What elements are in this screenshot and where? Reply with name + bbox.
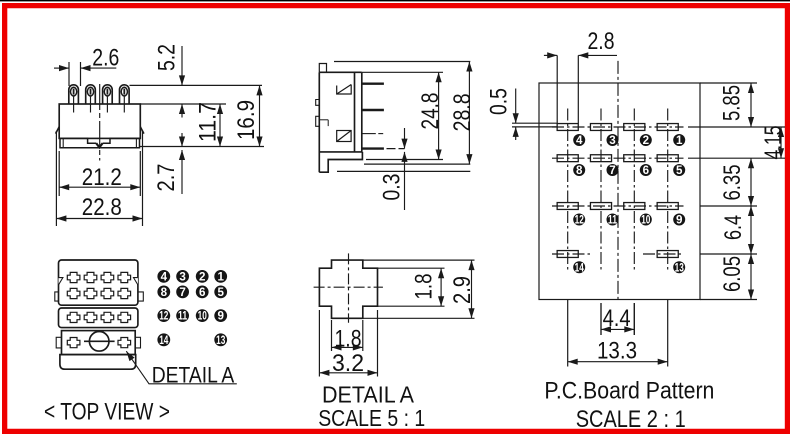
svg-text:3.2: 3.2 bbox=[332, 350, 364, 377]
svg-text:12: 12 bbox=[159, 310, 168, 323]
svg-text:2.8: 2.8 bbox=[588, 28, 615, 55]
svg-text:22.8: 22.8 bbox=[82, 194, 122, 221]
svg-text:4: 4 bbox=[161, 271, 168, 284]
svg-text:3: 3 bbox=[179, 271, 186, 284]
svg-text:2: 2 bbox=[643, 134, 649, 147]
svg-text:10: 10 bbox=[641, 214, 650, 227]
svg-text:2: 2 bbox=[199, 271, 205, 284]
svg-text:1: 1 bbox=[217, 271, 224, 284]
svg-text:10: 10 bbox=[198, 310, 207, 323]
svg-text:7: 7 bbox=[609, 164, 615, 177]
svg-text:6.4: 6.4 bbox=[720, 215, 747, 240]
svg-text:1.8: 1.8 bbox=[335, 326, 362, 353]
svg-text:14: 14 bbox=[159, 334, 169, 347]
svg-text:11: 11 bbox=[608, 214, 618, 227]
svg-text:5.85: 5.85 bbox=[718, 85, 745, 121]
svg-text:0.5: 0.5 bbox=[485, 88, 512, 115]
svg-text:5.2: 5.2 bbox=[153, 44, 180, 71]
svg-text:8: 8 bbox=[576, 164, 583, 177]
svg-text:5: 5 bbox=[217, 286, 224, 299]
svg-text:1: 1 bbox=[676, 134, 683, 147]
svg-text:9: 9 bbox=[676, 214, 683, 227]
svg-text:3: 3 bbox=[609, 134, 616, 147]
svg-text:P.C.Board Pattern: P.C.Board Pattern bbox=[544, 378, 714, 405]
svg-text:21.2: 21.2 bbox=[82, 164, 122, 191]
svg-text:2.7: 2.7 bbox=[153, 164, 180, 192]
svg-text:6: 6 bbox=[643, 164, 650, 177]
svg-text:16.9: 16.9 bbox=[233, 100, 260, 140]
svg-text:SCALE 2 : 1: SCALE 2 : 1 bbox=[576, 406, 686, 433]
svg-text:11: 11 bbox=[178, 310, 188, 323]
svg-text:6.05: 6.05 bbox=[719, 256, 746, 292]
svg-text:14: 14 bbox=[575, 261, 585, 274]
svg-text:8: 8 bbox=[161, 286, 168, 299]
svg-text:2.6: 2.6 bbox=[92, 45, 119, 72]
svg-text:13.3: 13.3 bbox=[597, 337, 637, 364]
svg-text:DETAIL A: DETAIL A bbox=[152, 362, 235, 387]
svg-text:< TOP VIEW >: < TOP VIEW > bbox=[44, 399, 170, 426]
svg-text:13: 13 bbox=[216, 334, 226, 347]
svg-text:12: 12 bbox=[575, 214, 584, 227]
svg-text:4.4: 4.4 bbox=[603, 305, 631, 332]
svg-text:2.9: 2.9 bbox=[449, 276, 476, 304]
svg-text:4.15: 4.15 bbox=[760, 126, 787, 160]
svg-text:7: 7 bbox=[179, 286, 185, 299]
svg-text:6: 6 bbox=[199, 286, 206, 299]
svg-text:13: 13 bbox=[675, 261, 685, 274]
svg-text:1.8: 1.8 bbox=[410, 274, 437, 300]
svg-text:SCALE 5 : 1: SCALE 5 : 1 bbox=[318, 405, 425, 431]
svg-text:11.7: 11.7 bbox=[194, 102, 221, 142]
svg-text:6.35: 6.35 bbox=[719, 165, 746, 201]
svg-text:DETAIL A: DETAIL A bbox=[322, 382, 415, 408]
svg-text:5: 5 bbox=[676, 164, 683, 177]
svg-text:28.8: 28.8 bbox=[449, 93, 476, 131]
svg-text:24.8: 24.8 bbox=[417, 93, 444, 130]
svg-text:0.3: 0.3 bbox=[378, 174, 405, 201]
svg-text:9: 9 bbox=[217, 310, 224, 323]
svg-text:4: 4 bbox=[576, 134, 583, 147]
